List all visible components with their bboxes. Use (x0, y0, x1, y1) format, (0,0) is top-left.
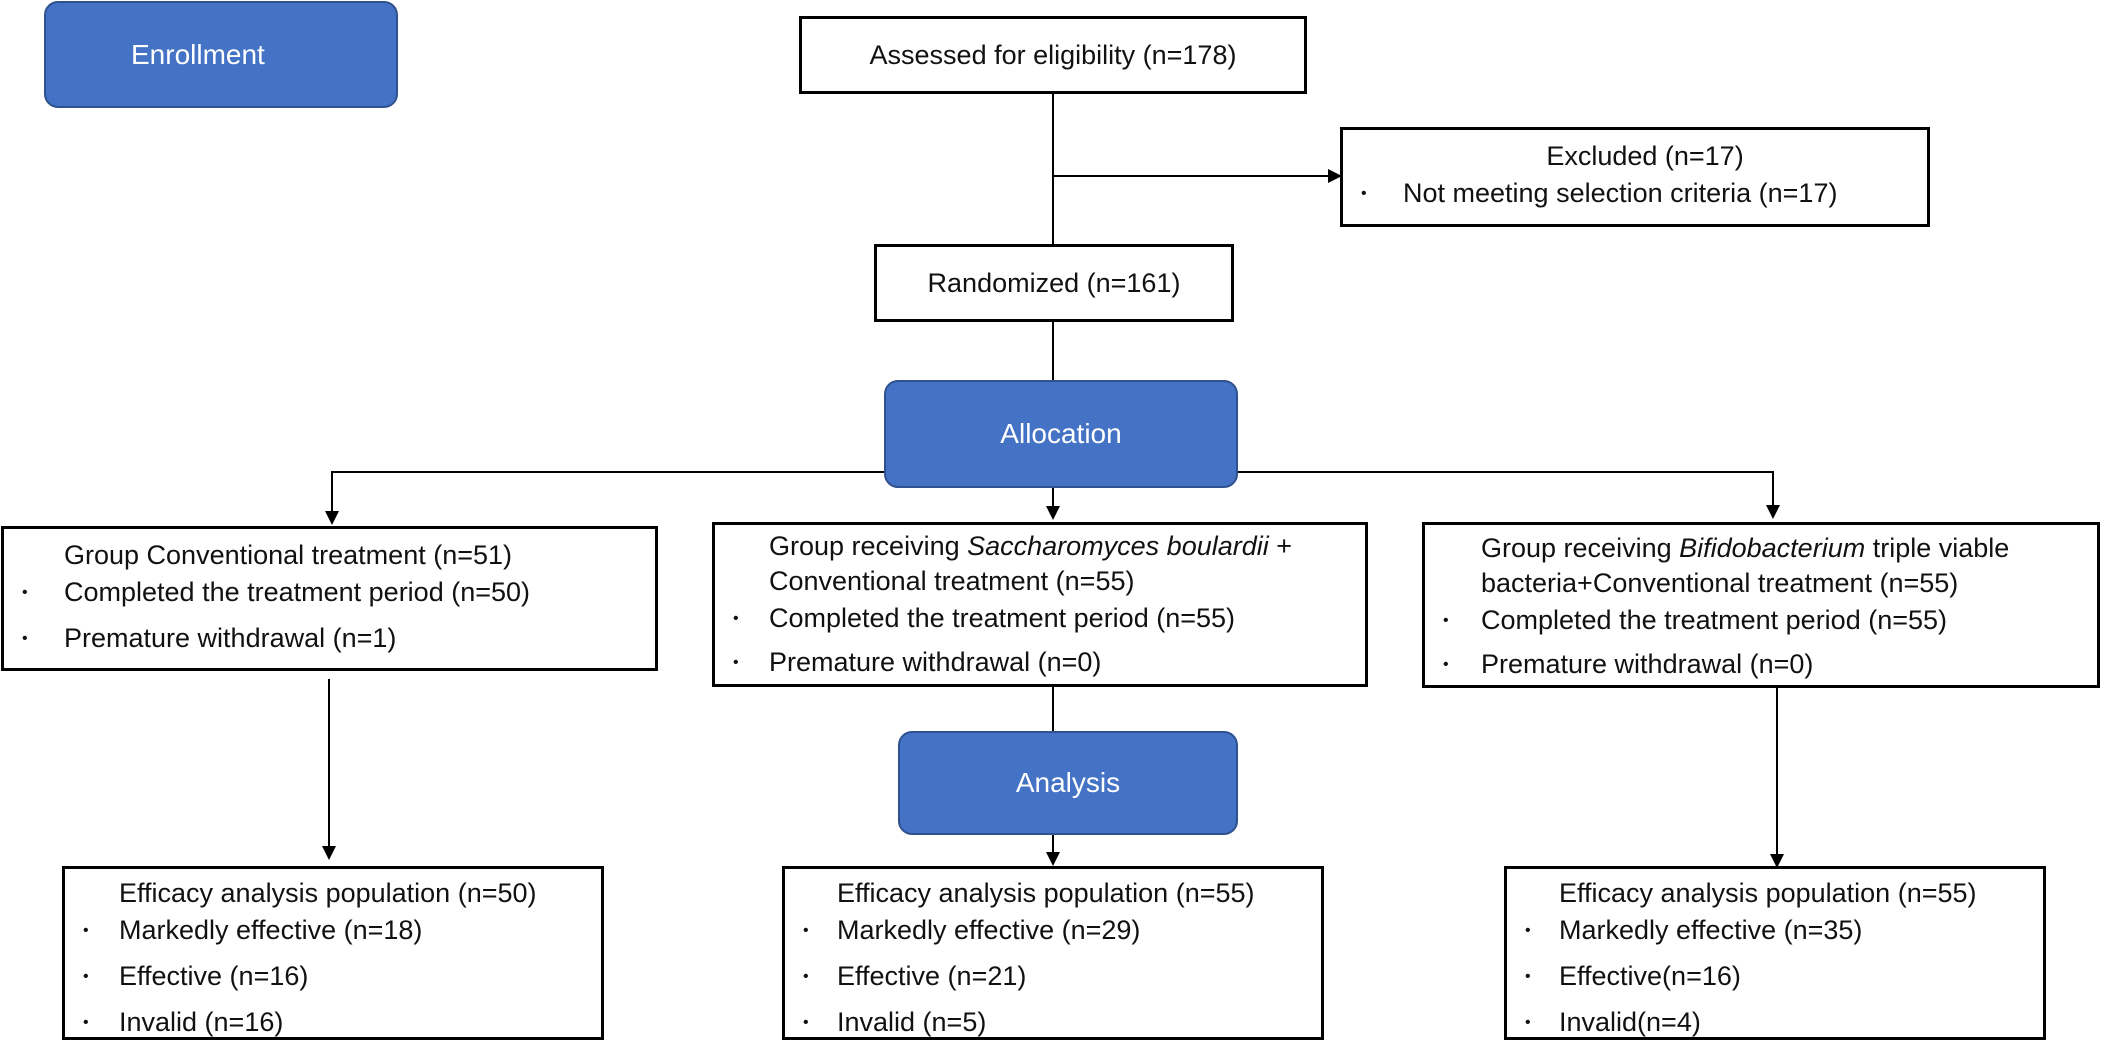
result-item: Markedly effective (n=18) (65, 912, 601, 949)
result-box-bifidobacterium: Efficacy analysis population (n=55) Mark… (1504, 866, 2046, 1041)
result-item: Markedly effective (n=29) (785, 912, 1321, 949)
result-item: Markedly effective (n=35) (1507, 912, 2043, 949)
connector-to-group3 (1772, 471, 1774, 512)
result-title: Efficacy analysis population (n=50) (119, 878, 537, 908)
connector-group3-result3 (1776, 688, 1778, 858)
randomized-box: Randomized (n=161) (874, 244, 1234, 322)
excluded-item: Not meeting selection criteria (n=17) (1343, 175, 1927, 212)
connector-randomized-allocation (1052, 321, 1054, 381)
allocation-stage-label: Allocation (884, 380, 1238, 488)
group-box-bifidobacterium: Group receiving Bifidobacterium triple v… (1422, 522, 2100, 688)
group-title: Group Conventional treatment (n=51) (64, 540, 513, 570)
result-item: Effective(n=16) (1507, 958, 2043, 995)
connector-to-group2 (1052, 487, 1054, 513)
excluded-title: Excluded (n=17) (1546, 141, 1744, 171)
connector-to-excluded (1052, 175, 1328, 177)
group-item: Completed the treatment period (n=50) (4, 574, 655, 611)
connector-group1-result1 (328, 679, 330, 854)
group-title: Group receiving Bifidobacterium triple v… (1481, 533, 2010, 563)
assessed-text: Assessed for eligibility (n=178) (869, 39, 1237, 70)
group-item: Completed the treatment period (n=55) (715, 601, 1365, 636)
result-item: Invalid(n=4) (1507, 1004, 2043, 1041)
result-box-saccharomyces: Efficacy analysis population (n=55) Mark… (782, 866, 1324, 1041)
connector-allocation-left (331, 471, 884, 473)
connector-analysis-result2 (1052, 835, 1054, 853)
group-item: Premature withdrawal (n=1) (4, 620, 655, 657)
group-box-saccharomyces: Group receiving Saccharomyces boulardii … (712, 522, 1368, 687)
arrow-to-result1 (322, 846, 336, 860)
group-title-line2: bacteria+Conventional treatment (n=55) (1481, 568, 1959, 598)
arrow-to-result3 (1770, 854, 1784, 868)
connector-allocation-right (1236, 471, 1774, 473)
result-item: Invalid (n=16) (65, 1004, 601, 1041)
connector-assessed-randomized (1052, 93, 1054, 245)
arrow-to-result2 (1046, 852, 1060, 866)
result-title: Efficacy analysis population (n=55) (1559, 878, 1977, 908)
arrow-to-group2 (1046, 506, 1060, 520)
group-title-line2: Conventional treatment (n=55) (769, 566, 1135, 596)
arrow-to-excluded (1328, 169, 1342, 183)
result-item: Invalid (n=5) (785, 1004, 1321, 1041)
result-item: Effective (n=16) (65, 958, 601, 995)
arrow-to-group3 (1766, 505, 1780, 519)
arrow-to-group1 (325, 511, 339, 525)
group-title: Group receiving Saccharomyces boulardii … (769, 531, 1293, 561)
group-item: Completed the treatment period (n=55) (1425, 603, 2097, 638)
result-item: Effective (n=21) (785, 958, 1321, 995)
connector-to-group1 (331, 471, 333, 512)
group-item: Premature withdrawal (n=0) (715, 645, 1365, 680)
group-item: Premature withdrawal (n=0) (1425, 647, 2097, 682)
analysis-stage-label: Analysis (898, 731, 1238, 835)
excluded-box: Excluded (n=17) Not meeting selection cr… (1340, 127, 1930, 227)
group-box-conventional: Group Conventional treatment (n=51) Comp… (1, 526, 658, 671)
result-box-conventional: Efficacy analysis population (n=50) Mark… (62, 866, 604, 1041)
assessed-box: Assessed for eligibility (n=178) (799, 16, 1307, 94)
result-title: Efficacy analysis population (n=55) (837, 878, 1255, 908)
connector-group2-analysis (1052, 687, 1054, 731)
enrollment-stage-label: Enrollment (44, 1, 398, 108)
randomized-text: Randomized (n=161) (927, 267, 1181, 298)
